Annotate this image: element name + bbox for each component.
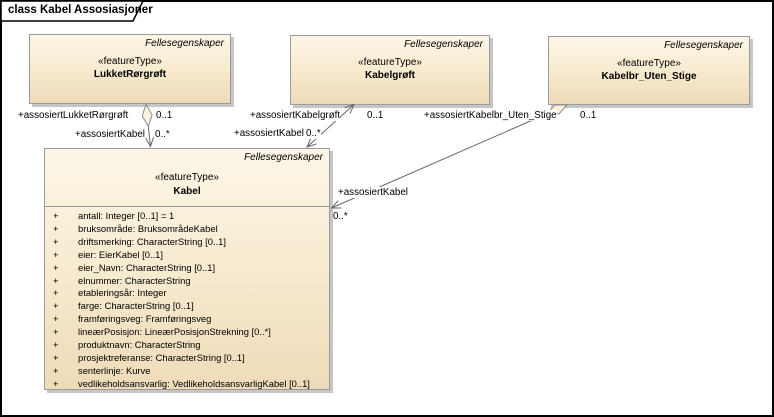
visibility: + — [53, 222, 59, 234]
role-label: +assosiertLukketRørgrøft — [18, 110, 129, 121]
package-label: Fellesegenskaper — [404, 39, 483, 50]
attribute-row: + eier: EierKabel [0..1] — [53, 249, 327, 262]
visibility: + — [53, 351, 59, 363]
class-box-kabelgroft[interactable]: Fellesegenskaper «featureType» Kabelgrøf… — [290, 35, 490, 105]
attribute-row: + produktnavn: CharacterString — [53, 339, 327, 352]
attribute-text: etableringsår: Integer — [78, 287, 167, 299]
attribute-row: + farge: CharacterString [0..1] — [53, 300, 327, 313]
attribute-row: + prosjektreferanse: CharacterString [0..… — [53, 352, 327, 365]
multiplicity-label: 0..* — [333, 211, 348, 222]
attribute-text: framføringsveg: Framføringsveg — [78, 313, 212, 325]
class-header: Fellesegenskaper «featureType» Kabel — [45, 149, 329, 207]
attribute-text: driftsmerking: CharacterString [0..1] — [78, 235, 226, 247]
stereotype-label: «featureType» — [617, 58, 681, 69]
attribute-row: + framføringsveg: Framføringsveg — [53, 313, 327, 326]
visibility: + — [53, 235, 59, 247]
multiplicity-label: 0..1 — [580, 110, 597, 121]
visibility: + — [53, 377, 59, 389]
attribute-text: antall: Integer [0..1] = 1 — [78, 210, 175, 221]
attribute-row: + lineærPosisjon: LineærPosisjonStrekning… — [53, 326, 327, 339]
diagram-title: class Kabel Assosiasjoner — [8, 4, 153, 16]
role-label: +assosiertKabelbr_Uten_Stige — [424, 110, 557, 121]
attribute-text: eier: EierKabel [0..1] — [78, 248, 163, 260]
attribute-text: elnummer: CharacterString — [78, 274, 191, 286]
attribute-row: + vedlikeholdsansvarlig: Vedlikeholdsansv… — [53, 378, 327, 391]
visibility: + — [53, 300, 59, 312]
attribute-text: prosjektreferanse: CharacterString [0..1… — [78, 351, 245, 363]
stereotype-label: «featureType» — [358, 57, 422, 68]
visibility: + — [53, 364, 59, 376]
attribute-row: + driftsmerking: CharacterString [0..1] — [53, 236, 327, 249]
attribute-row: + eier_Navn: CharacterString [0..1] — [53, 262, 327, 275]
visibility: + — [53, 261, 59, 273]
package-label: Fellesegenskaper — [145, 38, 224, 49]
attribute-text: bruksområde: BruksområdeKabel — [78, 222, 218, 234]
attributes-compartment: + antall: Integer [0..1] = 1 + bruksområde… — [45, 207, 329, 389]
attribute-row: + bruksområde: BruksområdeKabel — [53, 223, 327, 236]
multiplicity-label: 0..* — [155, 129, 170, 140]
attribute-row: + elnummer: CharacterString — [53, 275, 327, 288]
visibility: + — [53, 274, 59, 286]
role-label: +assosiertKabel — [338, 187, 408, 198]
visibility: + — [53, 287, 59, 299]
class-box-kabel[interactable]: Fellesegenskaper «featureType» Kabel + an… — [44, 148, 330, 390]
class-box-lukketrorgroft[interactable]: Fellesegenskaper «featureType» LukketRør… — [29, 34, 231, 104]
class-name: Kabel — [173, 186, 201, 197]
visibility: + — [53, 326, 59, 338]
visibility: + — [53, 313, 59, 325]
multiplicity-label: 0..* — [306, 128, 321, 139]
visibility: + — [53, 339, 59, 351]
attribute-row: + senterlinje: Kurve — [53, 365, 327, 378]
class-box-kabelbr-uten-stige[interactable]: Fellesegenskaper «featureType» Kabelbr_U… — [548, 36, 750, 105]
class-name: LukketRørgrøft — [93, 69, 167, 80]
attribute-text: eier_Navn: CharacterString [0..1] — [78, 261, 216, 273]
multiplicity-label: 0..1 — [156, 110, 173, 121]
package-label: Fellesegenskaper — [664, 40, 743, 51]
attribute-text: senterlinje: Kurve — [78, 364, 151, 376]
multiplicity-label: 0..1 — [367, 110, 384, 121]
stereotype-label: «featureType» — [155, 172, 219, 183]
attribute-text: produktnavn: CharacterString — [78, 339, 201, 351]
package-label: Fellesegenskaper — [244, 152, 323, 163]
attribute-text: lineærPosisjon: LineærPosisjonStrekning … — [78, 326, 271, 338]
role-label: +assosiertKabel — [75, 129, 145, 140]
class-name: Kabelbr_Uten_Stige — [601, 71, 697, 82]
stereotype-label: «featureType» — [98, 56, 162, 67]
visibility: + — [53, 248, 59, 260]
attribute-text: farge: CharacterString [0..1] — [78, 300, 194, 312]
attribute-row: + etableringsår: Integer — [53, 287, 327, 300]
visibility: + — [53, 210, 59, 221]
attribute-text: vedlikeholdsansvarlig: Vedlikeholdsansva… — [78, 377, 310, 389]
class-name: Kabelgrøft — [365, 70, 415, 81]
role-label: +assosiertKabelgrøft — [250, 110, 341, 121]
role-label: +assosiertKabel — [234, 128, 304, 139]
attribute-row: + antall: Integer [0..1] = 1 — [53, 210, 327, 223]
